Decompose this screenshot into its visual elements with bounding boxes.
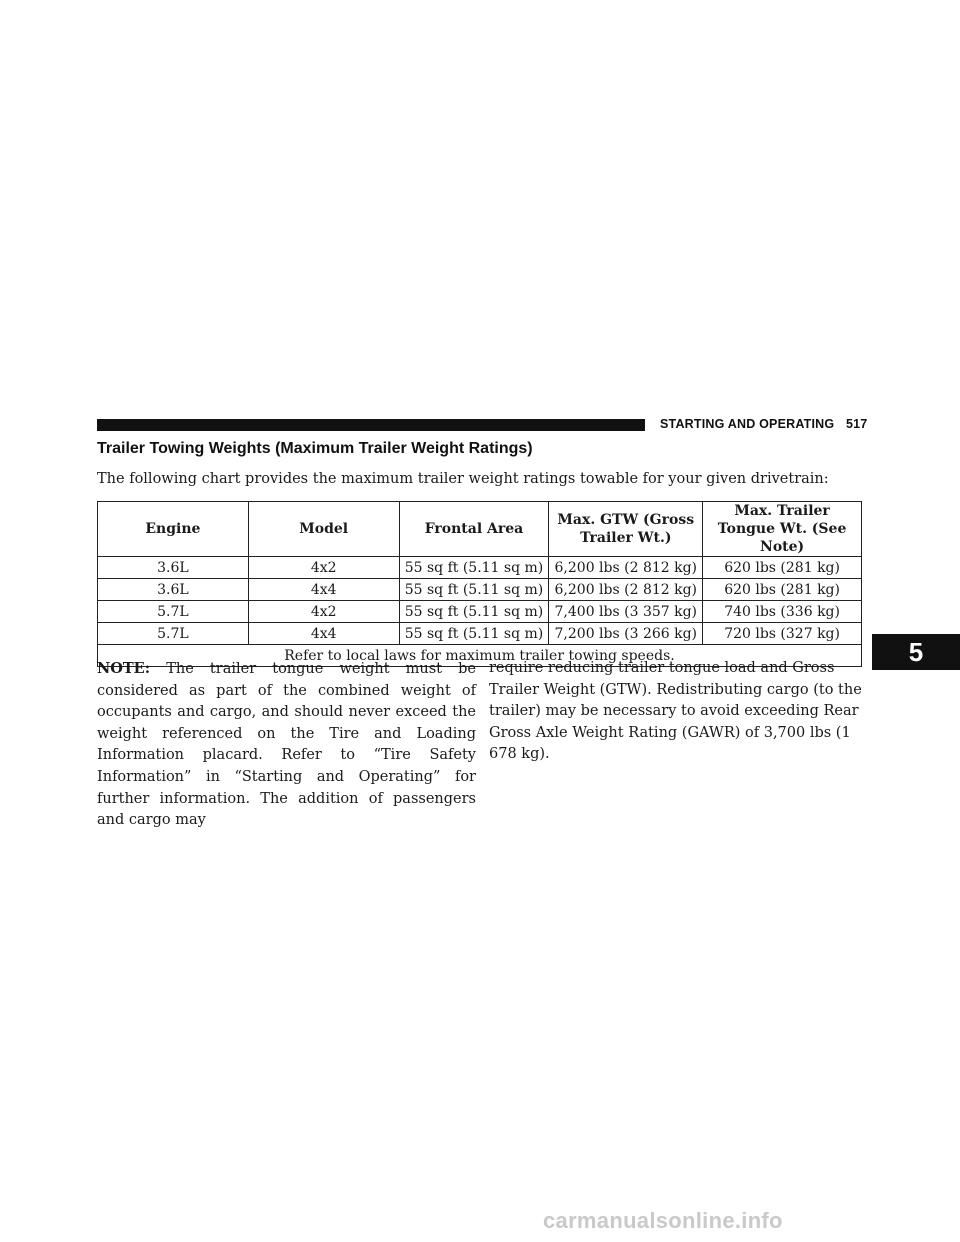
cell-frontal-area: 55 sq ft (5.11 sq m): [398, 622, 550, 645]
cell-model: 4x4: [247, 622, 400, 645]
cell-model: 4x4: [247, 578, 400, 601]
cell-engine: 5.7L: [97, 622, 249, 645]
table-row: 3.6L 4x4 55 sq ft (5.11 sq m) 6,200 lbs …: [97, 578, 862, 601]
note-left-text: The trailer tongue weight must be consid…: [97, 661, 476, 829]
table-header-row: Engine Model Frontal Area Max. GTW (Gros…: [97, 501, 862, 557]
note-label: NOTE:: [97, 660, 151, 677]
note-right-column: require reducing trailer tongue load and…: [489, 660, 862, 763]
cell-engine: 5.7L: [97, 600, 249, 623]
cell-max-gtw: 7,200 lbs (3 266 kg): [548, 622, 704, 645]
cell-max-gtw: 6,200 lbs (2 812 kg): [548, 578, 704, 601]
table-row: 5.7L 4x2 55 sq ft (5.11 sq m) 7,400 lbs …: [97, 600, 862, 623]
table-footer-row: Refer to local laws for maximum trailer …: [97, 644, 862, 667]
watermark: carmanualsonline.info: [543, 1208, 783, 1233]
header-rule: [97, 419, 645, 431]
running-head-section: STARTING AND OPERATING: [660, 417, 835, 431]
header-max-gtw: Max. GTW (Gross Trailer Wt.): [548, 501, 704, 557]
intro-paragraph: The following chart provides the maximum…: [97, 471, 829, 487]
trailer-weights-table: Engine Model Frontal Area Max. GTW (Gros…: [97, 501, 862, 667]
cell-max-tongue-wt: 740 lbs (336 kg): [702, 600, 862, 623]
table-row: 5.7L 4x4 55 sq ft (5.11 sq m) 7,200 lbs …: [97, 622, 862, 645]
chapter-tab: 5: [872, 634, 960, 670]
cell-max-tongue-wt: 620 lbs (281 kg): [702, 578, 862, 601]
cell-engine: 3.6L: [97, 578, 249, 601]
cell-max-tongue-wt: 720 lbs (327 kg): [702, 622, 862, 645]
header-model: Model: [247, 501, 400, 557]
page-number: 517: [846, 417, 868, 431]
header-max-tongue-wt: Max. Trailer Tongue Wt. (See Note): [702, 501, 862, 557]
table-row: 3.6L 4x2 55 sq ft (5.11 sq m) 6,200 lbs …: [97, 556, 862, 579]
cell-max-tongue-wt: 620 lbs (281 kg): [702, 556, 862, 579]
cell-max-gtw: 7,400 lbs (3 357 kg): [548, 600, 704, 623]
cell-max-gtw: 6,200 lbs (2 812 kg): [548, 556, 704, 579]
cell-model: 4x2: [247, 600, 400, 623]
cell-engine: 3.6L: [97, 556, 249, 579]
header-frontal-area: Frontal Area: [398, 501, 550, 557]
header-engine: Engine: [97, 501, 249, 557]
cell-frontal-area: 55 sq ft (5.11 sq m): [398, 578, 550, 601]
cell-model: 4x2: [247, 556, 400, 579]
cell-frontal-area: 55 sq ft (5.11 sq m): [398, 600, 550, 623]
cell-frontal-area: 55 sq ft (5.11 sq m): [398, 556, 550, 579]
section-title: Trailer Towing Weights (Maximum Trailer …: [97, 440, 533, 457]
note-left-column: NOTE: The trailer tongue weight must be …: [97, 658, 476, 832]
table-footer-note: Refer to local laws for maximum trailer …: [97, 644, 862, 667]
running-head: STARTING AND OPERATING 517: [660, 417, 880, 431]
